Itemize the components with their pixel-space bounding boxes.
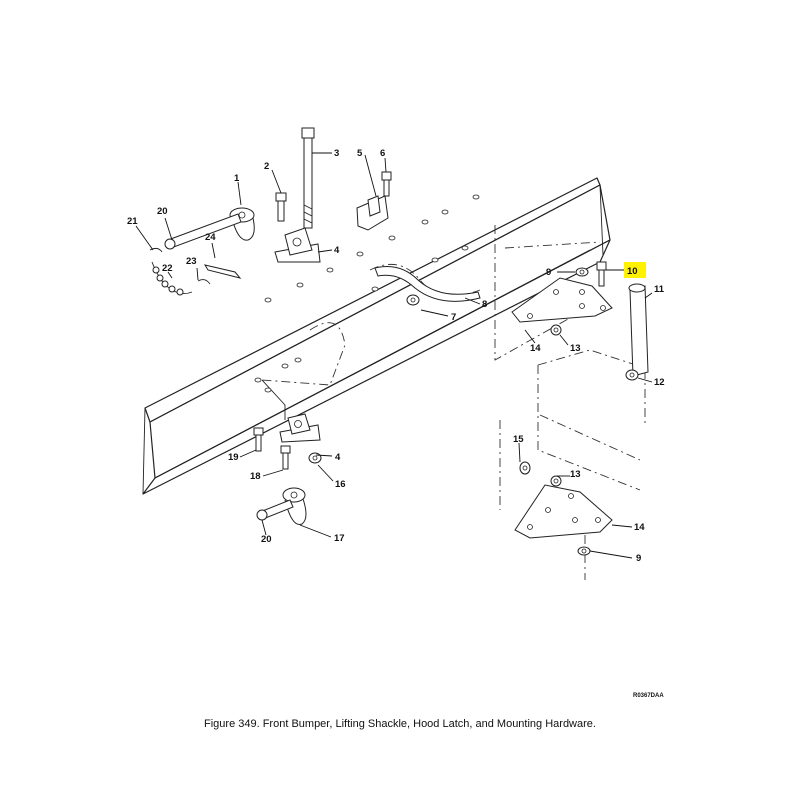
callout-2: 2 <box>264 161 269 172</box>
hood-latch <box>356 171 392 231</box>
callout-22: 22 <box>162 263 173 274</box>
nut-7 <box>406 294 420 306</box>
callout-4-lower: 4 <box>335 452 341 463</box>
callout-7: 7 <box>451 312 456 323</box>
callout-8: 8 <box>482 299 487 310</box>
nut-13-lower <box>550 475 562 487</box>
spacer-tube <box>628 283 649 377</box>
callout-16: 16 <box>335 479 346 490</box>
nut-16 <box>308 452 322 464</box>
washer-lower <box>577 546 591 556</box>
bolt-10 <box>596 261 607 287</box>
pin-lower <box>256 499 294 521</box>
callout-highlight <box>624 262 646 278</box>
bracket-upper <box>274 227 321 263</box>
figure-caption: Figure 349. Front Bumper, Lifting Shackl… <box>204 718 596 730</box>
pin-upper <box>164 213 242 250</box>
callout-13-lower: 13 <box>570 469 581 480</box>
mounting-plate-upper <box>511 277 613 323</box>
callout-19: 19 <box>228 452 239 463</box>
callout-24: 24 <box>205 232 216 243</box>
callout-18: 18 <box>250 471 261 482</box>
callout-10: 10 <box>627 266 638 277</box>
callout-21: 21 <box>127 216 138 227</box>
washer-upper <box>575 267 589 277</box>
drawing-code: R0367DAA <box>633 693 664 699</box>
callout-5: 5 <box>357 148 363 159</box>
callout-11: 11 <box>654 284 665 295</box>
callout-17: 17 <box>334 533 345 544</box>
bolt-19 <box>253 427 264 452</box>
leader-lines <box>135 152 653 559</box>
callout-23: 23 <box>186 256 197 267</box>
callout-6: 6 <box>380 148 385 159</box>
callout-1: 1 <box>234 173 240 184</box>
nut-12 <box>625 369 639 381</box>
callout-12: 12 <box>654 377 665 388</box>
callout-14-upper: 14 <box>530 343 541 354</box>
callout-9-upper: 9 <box>546 267 551 278</box>
callout-13-upper: 13 <box>570 343 581 354</box>
nut-15 <box>519 461 531 475</box>
callout-14-lower: 14 <box>634 522 645 533</box>
mounting-plate-lower <box>514 484 613 539</box>
callout-20-upper: 20 <box>157 206 168 217</box>
callout-15: 15 <box>513 434 524 445</box>
callout-20-lower: 20 <box>261 534 272 545</box>
bolt-18 <box>280 445 291 470</box>
callout-4-upper: 4 <box>334 245 340 256</box>
chain-and-clip <box>149 247 242 296</box>
bolt-small <box>275 192 287 222</box>
nut-13-upper <box>550 324 562 336</box>
hood-latch-strap <box>374 266 481 302</box>
callout-9-lower: 9 <box>636 553 641 564</box>
callout-labels: 3 2 1 6 5 4 20 21 24 23 22 7 8 9 10 11 1… <box>127 148 665 564</box>
bolt-long <box>301 127 315 229</box>
bracket-lower <box>279 413 321 443</box>
callout-3: 3 <box>334 148 339 159</box>
